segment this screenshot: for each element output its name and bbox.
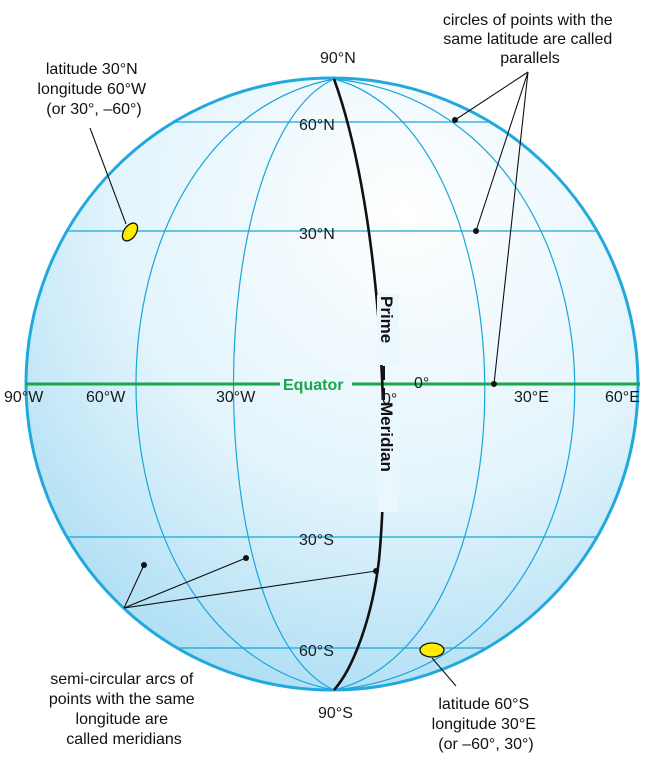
meridian-label-bg [377, 400, 399, 512]
label-90w: 90°W [4, 389, 44, 406]
annotation-line: (or –60°, 30°) [438, 736, 534, 753]
annotation-line: circles of points with the [443, 12, 613, 29]
equator-label: Equator [283, 377, 343, 394]
label-60w: 60°W [86, 389, 126, 406]
prime-label: Prime [377, 296, 396, 343]
pointer-meridians-1 [123, 564, 145, 609]
annotation-line: latitude 60°S [438, 696, 529, 713]
pointer-dot [473, 228, 479, 234]
prime-label-bg [377, 295, 399, 365]
label-90s: 90°S [318, 705, 353, 722]
pointer-dot [373, 568, 379, 574]
annotation-line: same latitude are called [443, 31, 612, 48]
pointer-parallels-1 [454, 71, 529, 121]
label-60n: 60°N [299, 117, 335, 134]
annotation-parallels: circles of points with the same latitude… [443, 12, 617, 67]
annotation-line: points with the same [49, 691, 195, 708]
pointer-dot [243, 555, 249, 561]
label-0-prime: 0° [382, 391, 397, 408]
annotation-line: longitude are [76, 711, 169, 728]
label-30s: 30°S [299, 532, 334, 549]
pointer-meridians-2 [123, 557, 247, 609]
annotation-meridians: semi-circular arcs of points with the sa… [49, 671, 199, 748]
label-30e: 30°E [514, 389, 549, 406]
pointer-north-point [89, 127, 127, 225]
label-0-equator: 0° [414, 375, 429, 392]
pointer-meridians-3 [123, 570, 377, 609]
label-90n: 90°N [320, 50, 356, 67]
annotation-line: longitude 60°W [37, 81, 147, 98]
marker-30n-60w [121, 222, 139, 242]
equator-label-bg [280, 372, 352, 394]
pointer-south-point [431, 657, 457, 687]
label-30w: 30°W [216, 389, 256, 406]
annotation-line: semi-circular arcs of [50, 671, 194, 688]
annotation-line: called meridians [66, 731, 182, 748]
marker-60s-30e [419, 642, 445, 658]
pointer-dot [141, 562, 147, 568]
pointer-dot [452, 117, 458, 123]
label-30n: 30°N [299, 226, 335, 243]
annotation-line: (or 30°, –60°) [46, 101, 142, 118]
annotation-south-point: latitude 60°S longitude 30°E (or –60°, 3… [432, 696, 541, 753]
label-60s: 60°S [299, 643, 334, 660]
pointer-parallels-2 [475, 71, 529, 232]
pointer-dot [491, 381, 497, 387]
label-60e: 60°E [605, 389, 640, 406]
annotation-line: latitude 30°N [46, 61, 138, 78]
annotation-line: longitude 30°E [432, 716, 536, 733]
meridian-label: Meridian [377, 402, 396, 472]
annotation-line: parallels [500, 50, 560, 67]
annotation-north-point: latitude 30°N longitude 60°W (or 30°, –6… [37, 61, 150, 118]
pointer-parallels-3 [493, 71, 529, 385]
